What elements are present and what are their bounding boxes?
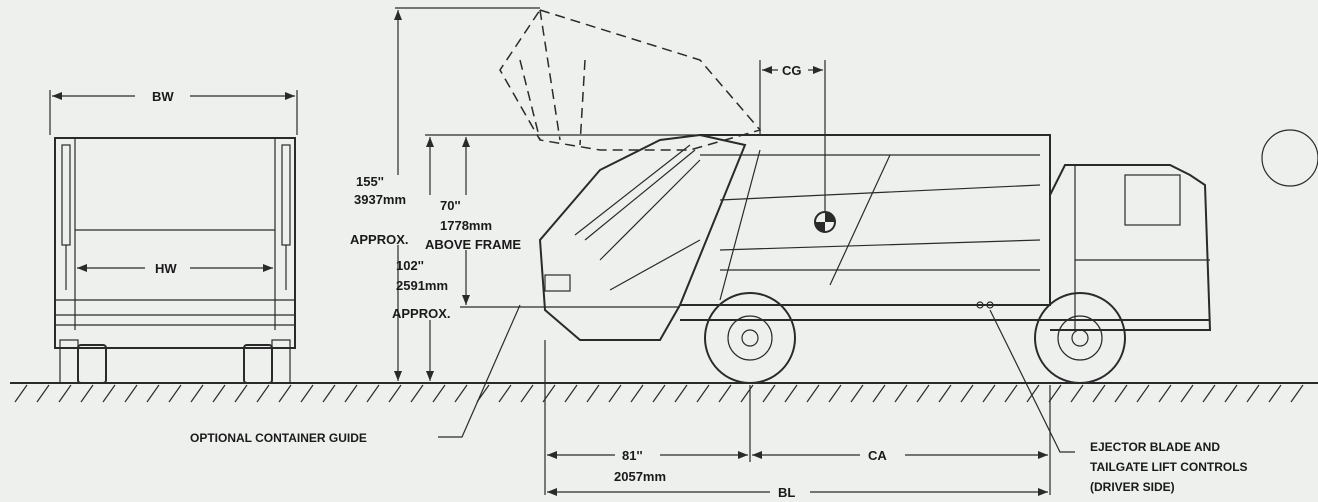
ground-hatch-mark: [1004, 384, 1018, 403]
ground-hatch-mark: [1092, 384, 1106, 403]
ground-hatch-mark: [498, 384, 512, 403]
ground-hatch-mark: [1224, 384, 1238, 403]
ground-hatch-mark: [740, 384, 754, 403]
ground-hatch-mark: [432, 384, 446, 403]
ground-hatch-mark: [80, 384, 94, 403]
ground-hatch-mark: [58, 384, 72, 403]
ground-hatch-mark: [696, 384, 710, 403]
ground-hatch-mark: [1268, 384, 1282, 403]
ground-line: [10, 382, 1318, 403]
ground-hatch-mark: [1048, 384, 1062, 403]
ground-hatch-mark: [630, 384, 644, 403]
hw-label: HW: [155, 261, 177, 276]
above-frame-note: ABOVE FRAME: [425, 237, 521, 252]
ground-hatch-mark: [718, 384, 732, 403]
ground-hatch-mark: [234, 384, 248, 403]
controls-label-line2: TAILGATE LIFT CONTROLS: [1090, 460, 1248, 474]
ground-hatch-mark: [1114, 384, 1128, 403]
ground-hatch-mark: [894, 384, 908, 403]
bl-label: BL: [778, 485, 795, 500]
ground-hatch-mark: [322, 384, 336, 403]
ground-hatch-mark: [212, 384, 226, 403]
ground-hatch-mark: [762, 384, 776, 403]
controls-label-line3: (DRIVER SIDE): [1090, 480, 1175, 494]
overhang-in: 81'': [622, 448, 643, 463]
ground-hatch-mark: [674, 384, 688, 403]
ground-hatch-mark: [872, 384, 886, 403]
ground-hatch-mark: [1026, 384, 1040, 403]
height-dimensions: [394, 7, 700, 381]
ground-hatch-mark: [102, 384, 116, 403]
ground-hatch-mark: [960, 384, 974, 403]
ground-hatch-mark: [454, 384, 468, 403]
ground-hatch-mark: [564, 384, 578, 403]
ground-hatch-mark: [344, 384, 358, 403]
hopper-height-mm: 2591mm: [396, 278, 448, 293]
ground-hatch-mark: [1202, 384, 1216, 403]
ground-hatch-mark: [784, 384, 798, 403]
ground-hatch-mark: [1158, 384, 1172, 403]
ground-hatch-mark: [850, 384, 864, 403]
ground-hatch-mark: [1246, 384, 1260, 403]
ground-hatch-mark: [366, 384, 380, 403]
ground-hatch-mark: [410, 384, 424, 403]
ground-hatch-mark: [1136, 384, 1150, 403]
ground-hatch-mark: [586, 384, 600, 403]
length-dimensions: [544, 340, 1051, 496]
ground-hatch-mark: [14, 384, 28, 403]
ground-hatch-mark: [608, 384, 622, 403]
hw-dimension: [77, 264, 273, 272]
punch-hole: [1261, 129, 1318, 187]
ca-label: CA: [868, 448, 887, 463]
hopper-height-in: 102'': [396, 258, 424, 273]
ground-hatch-mark: [190, 384, 204, 403]
ground-hatch-mark: [388, 384, 402, 403]
leaders: [438, 304, 1075, 453]
ground-hatch-mark: [652, 384, 666, 403]
ground-hatch-mark: [828, 384, 842, 403]
container-guide-label: OPTIONAL CONTAINER GUIDE: [190, 431, 367, 445]
hopper-height-note: APPROX.: [392, 306, 451, 321]
rear-view: [54, 137, 296, 384]
ground-hatch-mark: [1070, 384, 1084, 403]
total-height-mm: 3937mm: [354, 192, 406, 207]
ground-hatch-mark: [146, 384, 160, 403]
ground-hatch-mark: [520, 384, 534, 403]
ground-hatch-mark: [278, 384, 292, 403]
cg-label: CG: [782, 63, 802, 78]
bw-label: BW: [152, 89, 174, 104]
ground-hatch-mark: [1180, 384, 1194, 403]
total-height-note: APPROX.: [350, 232, 409, 247]
ground-hatch-mark: [982, 384, 996, 403]
ground-hatch-mark: [916, 384, 930, 403]
bw-dimension: [49, 90, 298, 135]
above-frame-mm: 1778mm: [440, 218, 492, 233]
overhang-mm: 2057mm: [614, 469, 666, 484]
ground-hatch-mark: [168, 384, 182, 403]
ground-hatch-mark: [36, 384, 50, 403]
ground-hatch-mark: [806, 384, 820, 403]
controls-label-line1: EJECTOR BLADE AND: [1090, 440, 1220, 454]
ground-hatch-mark: [256, 384, 270, 403]
side-view: [499, 9, 1212, 384]
ground-hatch-mark: [1290, 384, 1304, 403]
ground-hatch-mark: [124, 384, 138, 403]
above-frame-in: 70'': [440, 198, 461, 213]
ground-hatch-mark: [300, 384, 314, 403]
total-height-in: 155'': [356, 174, 384, 189]
cg-dimension: [759, 60, 826, 212]
ground-hatch-mark: [938, 384, 952, 403]
